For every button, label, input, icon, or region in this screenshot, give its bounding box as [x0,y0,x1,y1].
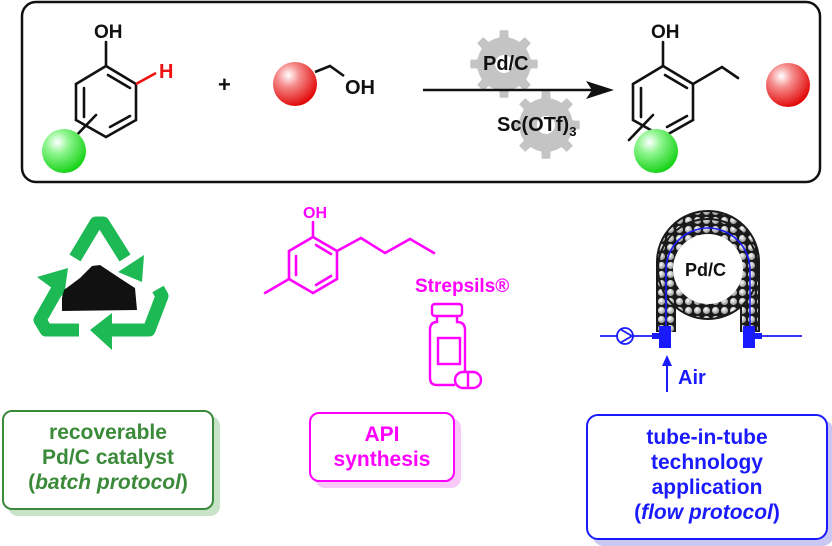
flow-protocol-box: tube-in-tube technology application (flo… [586,414,828,540]
tube-connectors [652,326,762,348]
strepsils-brand-label: Strepsils® [415,276,509,297]
recycle-arrowheads [37,255,144,350]
reactor-pd-c-label: Pd/C [685,260,726,280]
reaction-frame [20,0,822,184]
reactive-ch-bond [135,71,157,86]
reaction-arrow [423,81,614,99]
api-molecule [263,220,436,295]
green-substituent-sphere [42,129,86,173]
reactive-h-label: H [159,61,173,83]
pump-icon [616,327,634,345]
box-line: tube-in-tube [646,426,768,449]
plus-sign: + [218,72,231,97]
catalyst-sc-otf-label: Sc(OTf)3 [497,114,576,139]
air-inlet-arrow [662,355,672,392]
air-label: Air [678,367,706,389]
box-line: API [364,423,400,446]
catalyst-pd-c-label: Pd/C [483,53,529,75]
gear-hole [537,116,555,134]
pill-bottle-icon [428,302,483,390]
reactant2-oh-label: OH [345,77,375,99]
product-red-sphere [766,63,810,107]
alcohol-bond [314,64,345,78]
box-line: technology [650,451,763,474]
product-structure [627,40,740,142]
api-oh-label: OH [303,205,327,222]
recoverable-catalyst-box: recoverable Pd/C catalyst (batch protoco… [2,410,214,510]
reactant1-oh-label: OH [94,22,123,43]
recycle-icon [33,216,169,337]
gear-icon-sc-otf [512,91,580,159]
pd-c-powder-pile [62,265,137,311]
product-oh-label: OH [651,22,680,43]
box-line: synthesis [333,448,431,471]
product-green-sphere [634,129,678,173]
box-line: recoverable [49,421,167,444]
gear-hole [495,55,513,73]
box-line: (batch protocol) [28,471,188,494]
box-line: application [651,476,763,499]
box-line: (flow protocol) [634,501,780,524]
box-line: Pd/C catalyst [42,446,174,469]
gear-icon-pd-c [470,30,538,98]
red-substituent-sphere [273,62,317,106]
api-synthesis-box: API synthesis [309,412,455,482]
tube-in-tube-reactor [656,210,760,332]
